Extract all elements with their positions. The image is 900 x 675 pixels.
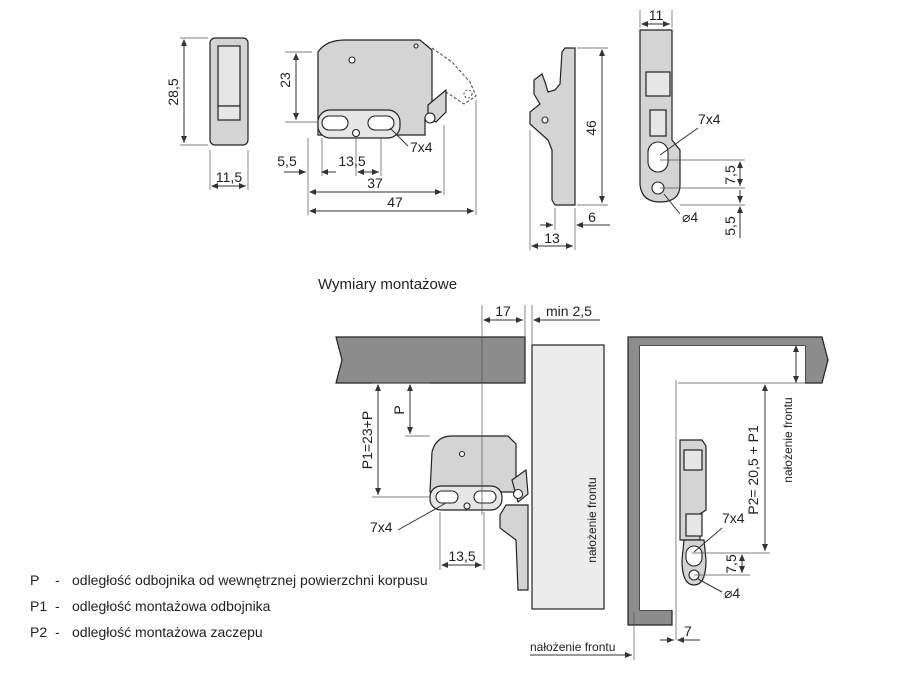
right-slot-label: 7x4	[722, 510, 745, 526]
legend-item-p2: P2 - odległość montażowa zaczepu	[30, 624, 263, 640]
striker-width-6-label: 6	[588, 209, 596, 225]
mount-slot-left	[435, 490, 459, 504]
svg-text:odległość montażowa odbojnika: odległość montażowa odbojnika	[72, 598, 271, 614]
front-width-label: 11,5	[216, 169, 242, 185]
mount-dim-17-label: 17	[495, 303, 511, 319]
right-dim-7-label: 7	[684, 623, 692, 639]
mount-min-label: min 2,5	[546, 303, 592, 319]
side-hole-spacing-label: 13,5	[338, 153, 365, 169]
side-height-label: 23	[277, 72, 293, 88]
right-p2-formula-label: P2= 20,5 + P1	[745, 425, 761, 515]
striker-width-13-label: 13	[544, 230, 560, 246]
svg-text:P1: P1	[30, 598, 47, 614]
top-bottom-label: 5,5	[722, 216, 738, 236]
section-title: Wymiary montażowe	[318, 276, 457, 293]
top-width-label: 11	[649, 7, 664, 23]
striker-view: 46 13 6	[529, 47, 610, 250]
striker-body	[529, 47, 576, 206]
side-view: 23 5,5 13,5 7x4 37 47	[277, 39, 477, 215]
hook-pivot	[424, 112, 436, 124]
legend-item-p1: P1 - odległość montażowa odbojnika	[30, 598, 271, 614]
svg-text:P2: P2	[30, 624, 47, 640]
mount-spacing-label: 13,5	[448, 548, 475, 564]
legend: P - odległość odbojnika od wewnętrznej p…	[30, 572, 428, 640]
front-view: 28,5 11,5	[165, 37, 249, 190]
latch-top-slot	[649, 109, 667, 137]
svg-text:P: P	[30, 572, 39, 588]
mounting-right: P2= 20,5 + P1 nałożenie frontu 7x4 7,5 ⌀…	[530, 336, 829, 660]
slot-hole-right	[367, 115, 395, 131]
screw-mark	[348, 56, 356, 64]
top-spacing-label: 7,5	[722, 165, 738, 185]
right-slot-hole	[685, 545, 703, 567]
mount-striker	[499, 504, 529, 591]
mount-overlay-label: nałożenie frontu	[585, 477, 599, 562]
mounting-left: 17 min 2,5 P1=23+P P 7x4 13,5 nałożenie …	[335, 303, 605, 610]
svg-text:odległość montażowa zaczepu: odległość montażowa zaczepu	[72, 624, 263, 640]
striker-hole	[541, 116, 549, 124]
striker-height-label: 46	[583, 120, 599, 136]
svg-text:-: -	[55, 598, 60, 614]
right-overlay-vertical-label: nałożenie frontu	[781, 397, 795, 482]
screw-mark-top	[413, 43, 419, 49]
svg-text:odległość odbojnika od wewnętr: odległość odbojnika od wewnętrznej powie…	[72, 572, 428, 588]
mount-slot-right	[473, 490, 497, 504]
side-offset-label: 5,5	[277, 153, 297, 169]
top-slot-label: 7x4	[698, 111, 721, 127]
right-diameter-label: ⌀4	[724, 585, 740, 601]
cabinet-front-panel	[531, 344, 605, 610]
top-slot-hole	[647, 141, 669, 173]
side-length-37-label: 37	[367, 175, 383, 191]
side-slot-label: 7x4	[410, 139, 433, 155]
svg-text:-: -	[55, 624, 60, 640]
top-view: 11 7x4 7,5 ⌀4 5,5	[639, 7, 745, 238]
slot-hole-left	[321, 115, 349, 131]
mount-latch-body	[429, 435, 517, 493]
right-overlay-bottom-label: nałożenie frontu	[530, 640, 615, 654]
right-spacing-label: 7,5	[723, 554, 739, 574]
latch-body-window	[217, 105, 241, 121]
side-length-47-label: 47	[387, 194, 403, 210]
top-diameter-label: ⌀4	[682, 209, 698, 225]
legend-item-p: P - odległość odbojnika od wewnętrznej p…	[30, 572, 428, 588]
latch-body-inner	[217, 45, 241, 107]
svg-text:-: -	[55, 572, 60, 588]
mount-p1-formula-label: P1=23+P	[359, 411, 375, 469]
front-height-label: 28,5	[165, 78, 181, 105]
hook-open-position	[431, 47, 477, 105]
latch-top-window	[645, 71, 671, 97]
center-hole	[351, 128, 361, 138]
mount-slot-label: 7x4	[370, 519, 393, 535]
mount-p-label: P	[391, 405, 407, 414]
cabinet-board-top	[335, 336, 526, 384]
